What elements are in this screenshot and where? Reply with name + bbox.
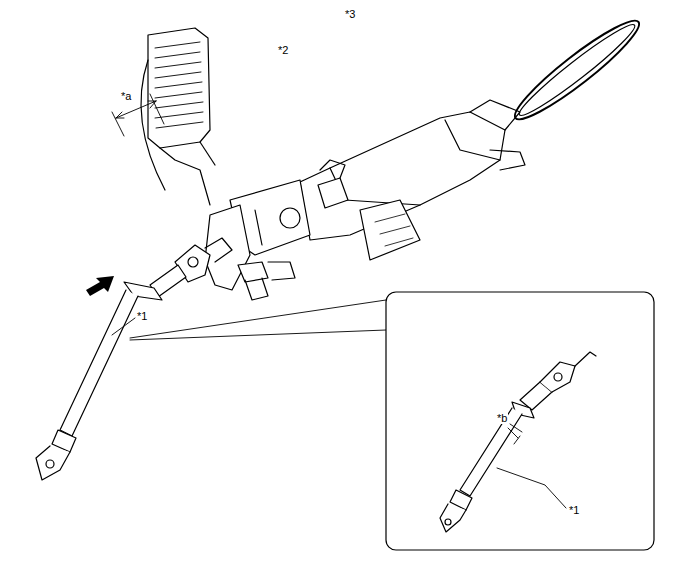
inset-frame: [386, 292, 654, 550]
inset-shaft: [440, 352, 596, 532]
callout-number: *1: [568, 504, 580, 516]
direction-arrow: [86, 276, 114, 296]
callout-number: *1: [136, 310, 148, 322]
callout-number: *b: [496, 412, 508, 424]
callout-number: *a: [120, 90, 132, 102]
leader-line: [112, 318, 135, 335]
zoom-line: [130, 300, 386, 340]
column-housing: [300, 100, 525, 260]
dimension-b: [508, 424, 522, 444]
steering-wheel: [507, 11, 647, 129]
leader-line: [497, 468, 566, 508]
column-tube: [205, 180, 310, 300]
intermediate-shaft: [36, 265, 186, 480]
callout-number: *3: [344, 8, 356, 20]
callout-number: *2: [277, 44, 289, 56]
ecu-unit: [141, 28, 215, 205]
